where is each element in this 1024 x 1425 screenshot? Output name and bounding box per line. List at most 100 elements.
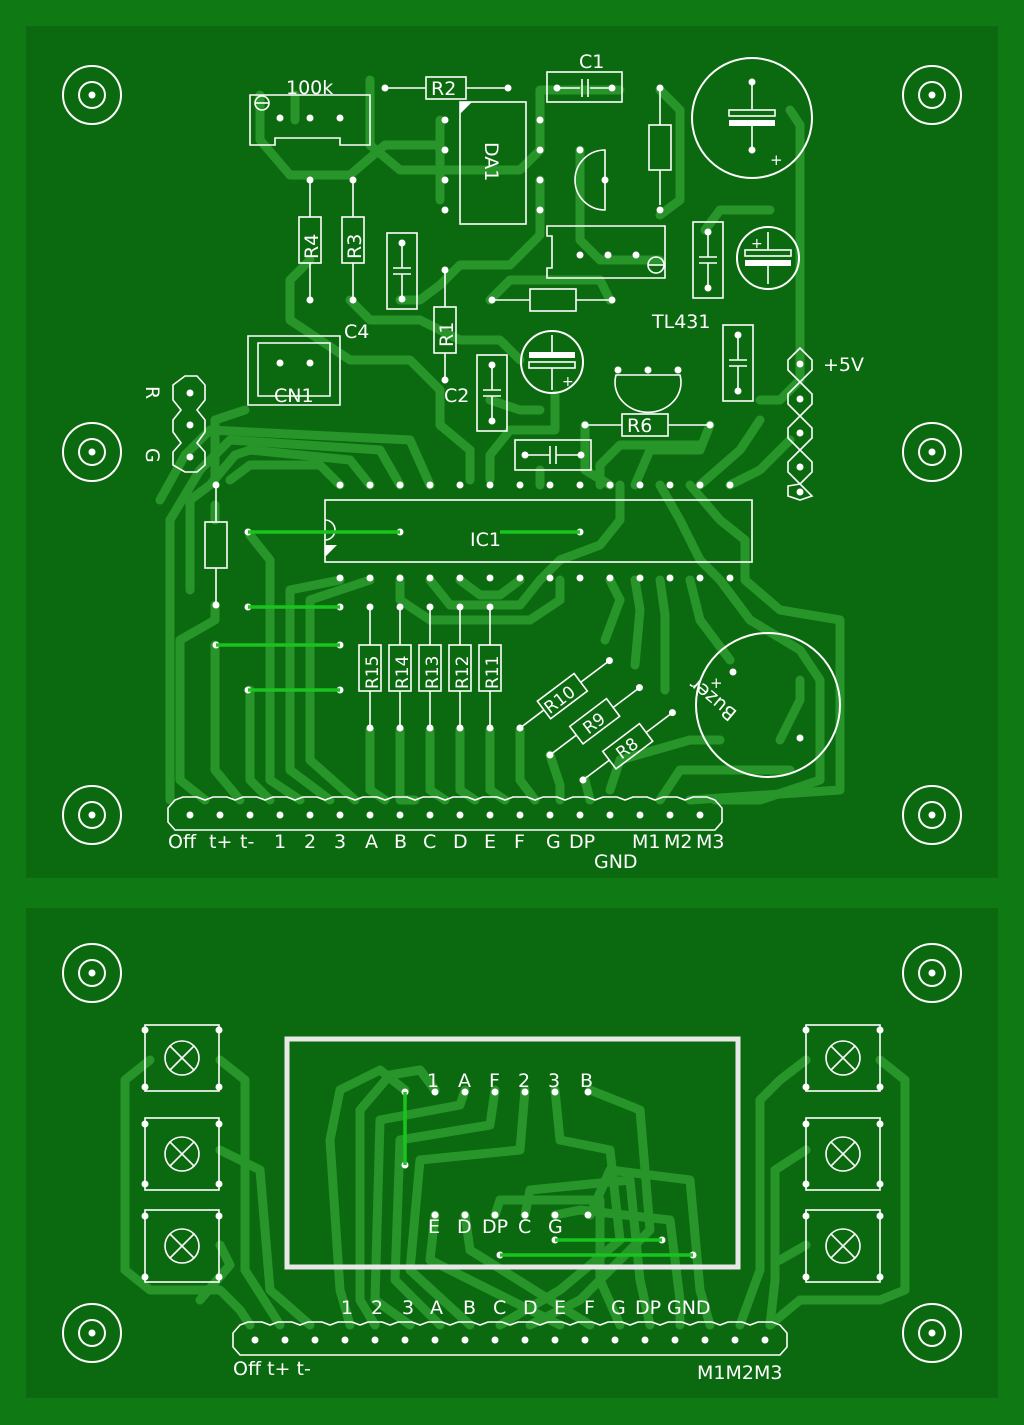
ic-da1: DA1 <box>441 101 544 225</box>
disp-pin-c: C <box>518 1216 531 1238</box>
display-jumpers <box>403 1092 693 1257</box>
mounting-hole-icon <box>62 1303 122 1363</box>
pin-label-gnd: GND <box>594 851 638 873</box>
pin-label-b: B <box>394 831 407 853</box>
pin-label-c: C <box>423 831 436 853</box>
conn-pin-gnd: GND <box>667 1297 711 1319</box>
connector-cn1: CN1 C4 <box>247 321 369 407</box>
mounting-hole-icon <box>902 943 962 1003</box>
tactile-button-icon <box>141 1117 223 1191</box>
pin-label-d: D <box>453 831 468 853</box>
pin-label-3: 3 <box>334 831 346 853</box>
c1-label: C1 <box>579 51 604 73</box>
pin-label-e: E <box>484 831 496 853</box>
pin-label-a: A <box>365 831 378 853</box>
pin-label-f: F <box>514 831 525 853</box>
power-label: +5V <box>823 354 864 376</box>
r6-label: R6 <box>627 415 652 437</box>
r12-label: R12 <box>453 656 473 689</box>
disp-pin-2: 2 <box>518 1070 530 1092</box>
connector-3pin <box>546 225 666 279</box>
mounting-hole-icon <box>902 785 962 845</box>
resistor-vertical <box>648 90 672 205</box>
bottom-connector-labels: Off t+ t- 1 2 3 A B C D E F G DP M1 M2 M… <box>168 831 724 873</box>
transistor <box>574 146 664 214</box>
disp-pin-e: E <box>428 1216 440 1238</box>
pin-label-m1: M1 <box>632 831 660 853</box>
display-outline <box>284 1036 741 1270</box>
r15-label: R15 <box>363 656 383 689</box>
disp-pin-a: A <box>458 1070 471 1092</box>
conn-pin-b: B <box>463 1297 476 1319</box>
trimmer-100k: 100k <box>249 77 371 146</box>
capacitor-c1: C1 <box>546 51 623 103</box>
cn1-label: CN1 <box>274 385 314 407</box>
display-board-connector-labels: 1 2 3 A B C D E F G DP GND Off t+ t- M1M… <box>233 1297 782 1384</box>
jumper-wires <box>216 530 580 692</box>
resistor-r12: R12 <box>448 607 473 732</box>
resistor-r4: R4 <box>298 176 323 304</box>
display-bottom-pin-labels: E D DP C G <box>428 1216 563 1238</box>
electrolytic-capacitor: + <box>691 57 813 179</box>
top-tracks <box>155 75 845 805</box>
tactile-button-icon <box>802 1209 884 1283</box>
pin-label-g: G <box>546 831 561 853</box>
connector-label-r: R <box>141 386 163 399</box>
disp-pin-d: D <box>457 1216 472 1238</box>
pin-label-tplus: t+ <box>209 831 232 853</box>
conn-pin-e: E <box>554 1297 566 1319</box>
pin-label-off: Off <box>168 831 197 853</box>
pin-label-2: 2 <box>304 831 316 853</box>
r1-label: R1 <box>436 322 458 347</box>
connector-label-g: G <box>141 448 163 463</box>
cap-plus-label: + <box>562 374 574 390</box>
conn-pin-1: 1 <box>341 1297 353 1319</box>
conn-pin-2: 2 <box>371 1297 383 1319</box>
capacitor-vertical <box>386 232 418 310</box>
r4-label: R4 <box>301 234 323 259</box>
tl431-label: TL431 <box>651 311 710 333</box>
conn-pin-a: A <box>430 1297 443 1319</box>
resistor-vertical <box>204 481 228 609</box>
r13-label: R13 <box>423 656 443 689</box>
tactile-button-icon <box>802 1117 884 1191</box>
led-connector: R G <box>141 375 206 473</box>
disp-pin-f: F <box>489 1070 500 1092</box>
bottom-tracks <box>120 1055 910 1330</box>
resistor-r2: R2 <box>381 76 512 100</box>
power-connector: +5V <box>787 346 864 501</box>
r14-label: R14 <box>393 656 413 689</box>
conn-pin-d: D <box>523 1297 538 1319</box>
tactile-button-icon <box>141 1209 223 1283</box>
disp-pin-1: 1 <box>427 1070 439 1092</box>
resistor-r15: R15 <box>358 607 383 732</box>
bottom-connector <box>167 796 723 831</box>
mounting-hole-icon <box>62 65 122 125</box>
r2-label: R2 <box>431 78 456 100</box>
capacitor-horizontal <box>514 439 592 471</box>
capacitor-vertical <box>692 221 724 299</box>
pin-label-1: 1 <box>274 831 286 853</box>
ic1-label: IC1 <box>470 529 501 551</box>
display-board-connector <box>232 1321 788 1356</box>
mounting-hole-icon <box>902 65 962 125</box>
capacitor-vertical <box>722 324 754 402</box>
ic1-pins-bottom <box>336 574 734 582</box>
electrolytic-capacitor: + <box>736 226 800 290</box>
conn-label-m: M1M2M3 <box>697 1362 782 1384</box>
pin-label-dp: DP <box>569 831 595 853</box>
mounting-hole-icon <box>62 422 122 482</box>
da1-label: DA1 <box>480 142 502 181</box>
cap-plus-label: + <box>751 236 763 252</box>
mounting-hole-icon <box>902 422 962 482</box>
resistor-r13: R13 <box>418 607 443 732</box>
mounting-hole-icon <box>902 1303 962 1363</box>
tactile-button-icon <box>141 1024 223 1092</box>
pin-label-m3: M3 <box>696 831 724 853</box>
disp-pin-dp: DP <box>482 1216 508 1238</box>
resistor-horizontal <box>488 288 616 312</box>
buzzer-plus: + <box>710 674 723 692</box>
resistor-r11: R11 <box>478 607 503 732</box>
trimmer-label: 100k <box>286 77 333 99</box>
